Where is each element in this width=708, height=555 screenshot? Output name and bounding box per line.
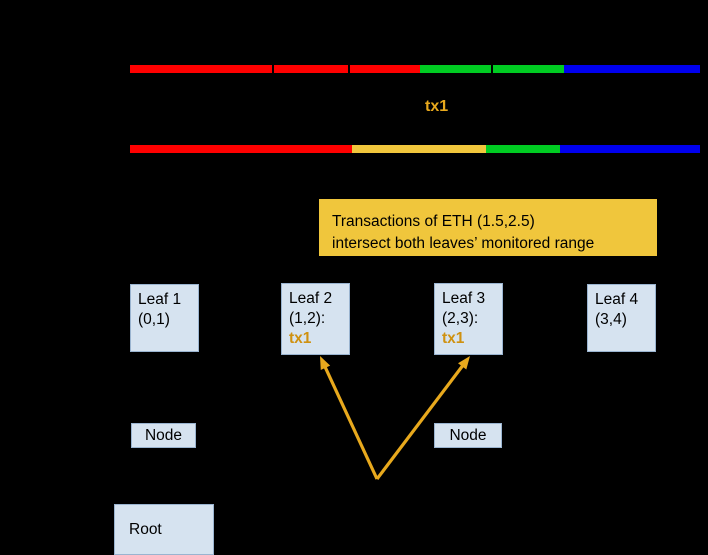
leaf-3-title: Leaf 3	[442, 290, 486, 307]
leaf-2-tx-label: tx1	[289, 330, 312, 347]
leaf-3[interactable]: Leaf 3 (2,3): tx1	[434, 283, 503, 355]
leaf-1-title: Leaf 1	[138, 291, 182, 308]
leaf-2-title: Leaf 2	[289, 290, 333, 307]
root[interactable]: Root	[114, 504, 214, 555]
transaction-range-bar-segment-1	[352, 145, 486, 153]
leaf-1[interactable]: Leaf 1 (0,1)	[130, 284, 199, 352]
transaction-range-bar-segment-3	[560, 145, 700, 153]
leaf-3-tx-label: tx1	[442, 330, 465, 347]
leaf-4-title: Leaf 4	[595, 291, 639, 308]
monitored-ranges-bar	[130, 65, 700, 73]
monitored-ranges-bar-segment-3	[348, 65, 350, 73]
leaf-4-range: (3,4)	[595, 311, 627, 328]
leaf-2-range: (1,2):	[289, 310, 326, 327]
transaction-range-bar	[130, 145, 700, 153]
node-right[interactable]: Node	[434, 423, 502, 448]
arrow-to-leaf-2-head	[320, 356, 331, 370]
arrow-to-leaf-3-shaft	[375, 362, 466, 480]
monitored-ranges-bar-segment-5	[420, 65, 491, 73]
arrow-to-leaf-3-head	[458, 356, 470, 370]
leaf-1-range: (0,1)	[138, 311, 170, 328]
leaf-2[interactable]: Leaf 2 (1,2): tx1	[281, 283, 350, 355]
monitored-ranges-bar-segment-4	[350, 65, 420, 73]
annotation-callout: Transactions of ETH (1.5,2.5) intersect …	[319, 199, 657, 256]
monitored-ranges-bar-segment-8	[564, 65, 700, 73]
monitored-ranges-bar-segment-0	[130, 65, 272, 73]
node-right-label: Node	[449, 427, 487, 444]
arrow-to-leaf-2-shaft	[322, 364, 379, 480]
leaf-4[interactable]: Leaf 4 (3,4)	[587, 284, 656, 352]
monitored-ranges-bar-segment-7	[493, 65, 564, 73]
transaction-range-bar-segment-2	[486, 145, 560, 153]
node-left[interactable]: Node	[131, 423, 196, 448]
monitored-ranges-bar-segment-2	[274, 65, 348, 73]
monitored-ranges-bar-segment-1	[272, 65, 274, 73]
tx1-caption: tx1	[425, 98, 449, 115]
callout-line-1: Transactions of ETH (1.5,2.5)	[332, 213, 535, 230]
root-label: Root	[129, 521, 162, 538]
callout-line-2: intersect both leaves’ monitored range	[332, 235, 595, 252]
monitored-ranges-bar-segment-6	[491, 65, 493, 73]
node-left-label: Node	[144, 427, 183, 444]
transaction-range-bar-segment-0	[130, 145, 352, 153]
leaf-3-range: (2,3):	[442, 310, 479, 327]
